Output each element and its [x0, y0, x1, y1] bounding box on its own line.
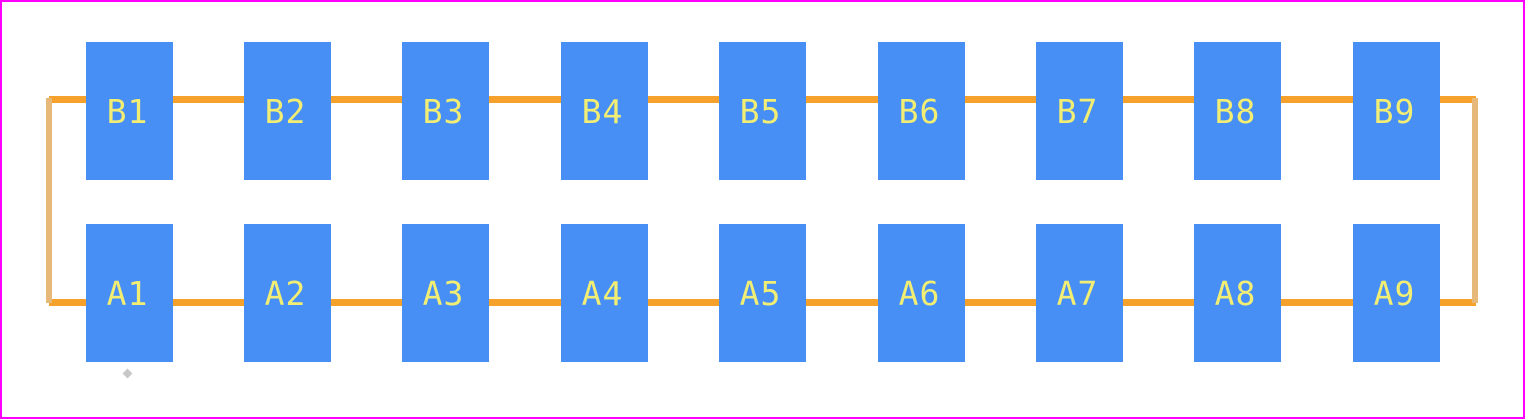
pad-label: B6	[898, 91, 941, 131]
pad-label: B1	[106, 91, 149, 131]
pad-b9[interactable]: B9	[1353, 42, 1440, 180]
pad-label: A4	[581, 273, 624, 313]
pad-label: B2	[264, 91, 307, 131]
pad-b3[interactable]: B3	[402, 42, 489, 180]
pad-label: B4	[581, 91, 624, 131]
pad-a3[interactable]: A3	[402, 224, 489, 362]
pad-b4[interactable]: B4	[561, 42, 648, 180]
pad-b6[interactable]: B6	[878, 42, 965, 180]
pad-label: B9	[1373, 91, 1416, 131]
pad-b5[interactable]: B5	[719, 42, 806, 180]
pad-b1[interactable]: B1	[86, 42, 173, 180]
pad-label: A8	[1214, 273, 1257, 313]
pad-b2[interactable]: B2	[244, 42, 331, 180]
pad-label: A1	[106, 273, 149, 313]
silkscreen-left-line	[46, 98, 52, 303]
pad-b8[interactable]: B8	[1194, 42, 1281, 180]
pad-a7[interactable]: A7	[1036, 224, 1123, 362]
pad-b7[interactable]: B7	[1036, 42, 1123, 180]
pad-a8[interactable]: A8	[1194, 224, 1281, 362]
pad-label: B8	[1214, 91, 1257, 131]
pad-a5[interactable]: A5	[719, 224, 806, 362]
pad-a1[interactable]: A1	[86, 224, 173, 362]
pad-a4[interactable]: A4	[561, 224, 648, 362]
pad-label: A5	[739, 273, 782, 313]
pad-label: B7	[1056, 91, 1099, 131]
pad-label: A2	[264, 273, 307, 313]
pad-a2[interactable]: A2	[244, 224, 331, 362]
silkscreen-right-line	[1472, 98, 1478, 303]
pad-label: A6	[898, 273, 941, 313]
pad-a6[interactable]: A6	[878, 224, 965, 362]
pad-label: A7	[1056, 273, 1099, 313]
pad-label: B3	[422, 91, 465, 131]
pad-label: A9	[1373, 273, 1416, 313]
pad-label: A3	[422, 273, 465, 313]
pad-label: B5	[739, 91, 782, 131]
pad-a9[interactable]: A9	[1353, 224, 1440, 362]
